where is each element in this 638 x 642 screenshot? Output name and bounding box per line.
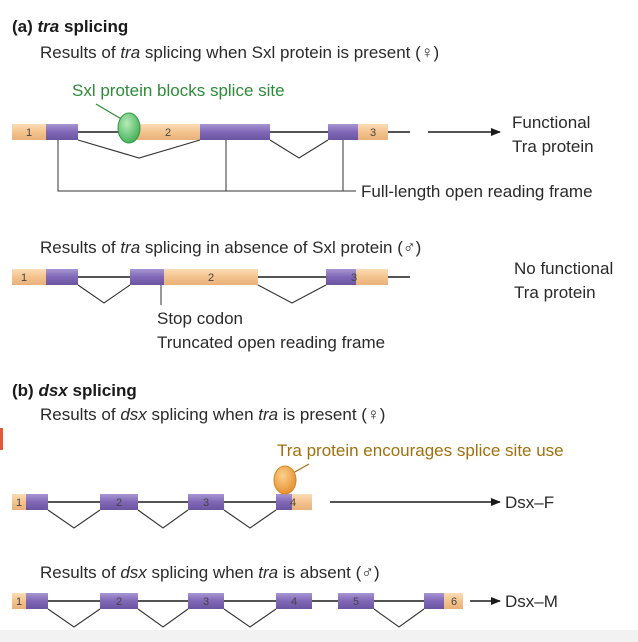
exon-1-label: 1 bbox=[16, 596, 22, 608]
splice-junction-2 bbox=[137, 509, 189, 529]
exon-1 bbox=[12, 269, 46, 285]
exon-1-purple bbox=[46, 124, 78, 140]
exon-3-orange bbox=[356, 269, 388, 285]
exon-3-purple bbox=[328, 124, 358, 140]
tra-male-caption: Results of tra splicing in absence of Sx… bbox=[40, 238, 421, 257]
exon-2-purple bbox=[130, 269, 164, 285]
exon-1-label: 1 bbox=[26, 127, 32, 139]
exon-2-orange bbox=[164, 269, 258, 285]
exon-2-orange bbox=[136, 124, 200, 140]
dsx-male-result: Dsx–M bbox=[505, 592, 558, 611]
splice-junction-2 bbox=[257, 284, 327, 304]
exon-2-label: 2 bbox=[116, 596, 122, 608]
sxl-pointer bbox=[95, 103, 124, 121]
edge-mark bbox=[0, 428, 3, 450]
tra-female-result-2: Tra protein bbox=[512, 137, 594, 156]
exon-3-label: 3 bbox=[370, 127, 376, 139]
tra-female-gene: 1 2 3 bbox=[12, 112, 410, 159]
splice-junction-2 bbox=[269, 139, 329, 159]
dsx-male-gene: 1 2 3 4 5 6 bbox=[12, 593, 463, 628]
splice-junction-4 bbox=[373, 608, 425, 628]
dsx-male-caption: Results of dsx splicing when tra is abse… bbox=[40, 563, 380, 582]
exon-1-label: 1 bbox=[16, 497, 22, 509]
tra-female-caption: Results of tra splicing when Sxl protein… bbox=[40, 43, 439, 62]
truncated-orf-label: Truncated open reading frame bbox=[157, 333, 385, 352]
tra-annotation: Tra protein encourages splice site use bbox=[277, 441, 564, 460]
splice-junction-1 bbox=[77, 139, 201, 159]
tra-male-result-2: Tra protein bbox=[514, 283, 596, 302]
exon-1-purple bbox=[26, 593, 48, 609]
exon-3-label: 3 bbox=[203, 596, 209, 608]
sxl-protein-icon bbox=[117, 112, 141, 144]
section-b-heading: (b) dsx splicing bbox=[12, 381, 137, 400]
tra-male-result-1: No functional bbox=[514, 259, 613, 278]
splice-junction-3 bbox=[223, 608, 277, 628]
exon-2-label: 2 bbox=[165, 127, 171, 139]
splice-junction-3 bbox=[223, 509, 277, 529]
exon-5 bbox=[338, 593, 374, 609]
sxl-annotation: Sxl protein blocks splice site bbox=[72, 81, 285, 100]
exon-2 bbox=[100, 494, 138, 510]
exon-1-orange bbox=[12, 494, 26, 510]
bottom-edge bbox=[0, 630, 638, 642]
exon-3-label: 3 bbox=[203, 497, 209, 509]
exon-6-orange bbox=[444, 593, 463, 609]
dsx-female-result: Dsx–F bbox=[505, 493, 554, 512]
exon-6-purple bbox=[424, 593, 444, 609]
exon-6-label: 6 bbox=[451, 596, 457, 608]
exon-5-label: 5 bbox=[353, 596, 359, 608]
section-a-heading: (a) tra splicing bbox=[12, 17, 128, 36]
exon-3-purple bbox=[326, 269, 356, 285]
exon-2 bbox=[100, 593, 138, 609]
full-length-orf-bracket bbox=[57, 140, 356, 192]
exon-3-orange bbox=[358, 124, 388, 140]
dsx-female-gene: 1 2 3 4 bbox=[12, 465, 312, 529]
tra-pointer bbox=[292, 463, 310, 474]
splice-junction-2 bbox=[137, 608, 189, 628]
exon-4-purple bbox=[276, 494, 292, 510]
exon-2-label: 2 bbox=[208, 272, 214, 284]
stop-codon-label: Stop codon bbox=[157, 309, 243, 328]
exon-1-purple bbox=[46, 269, 78, 285]
tra-female-result-1: Functional bbox=[512, 113, 590, 132]
splice-junction-1 bbox=[77, 284, 131, 304]
exon-4-orange bbox=[292, 494, 312, 510]
splice-junction-1 bbox=[47, 509, 101, 529]
exon-3 bbox=[188, 494, 224, 510]
splice-junction-1 bbox=[47, 608, 101, 628]
exon-2-label: 2 bbox=[116, 497, 122, 509]
exon-1-purple bbox=[26, 494, 48, 510]
dsx-female-caption: Results of dsx splicing when tra is pres… bbox=[40, 405, 385, 424]
exon-1 bbox=[12, 124, 46, 140]
exon-3 bbox=[188, 593, 224, 609]
exon-3-label: 3 bbox=[351, 272, 357, 284]
exon-1-label: 1 bbox=[21, 272, 27, 284]
full-length-orf-label: Full-length open reading frame bbox=[361, 182, 593, 201]
exon-1-orange bbox=[12, 593, 26, 609]
exon-4-label: 4 bbox=[290, 497, 296, 509]
tra-protein-icon bbox=[273, 465, 297, 495]
exon-2-purple bbox=[200, 124, 270, 140]
exon-4 bbox=[276, 593, 312, 609]
tra-male-gene: 1 2 3 bbox=[12, 269, 410, 305]
exon-4-label: 4 bbox=[291, 596, 297, 608]
